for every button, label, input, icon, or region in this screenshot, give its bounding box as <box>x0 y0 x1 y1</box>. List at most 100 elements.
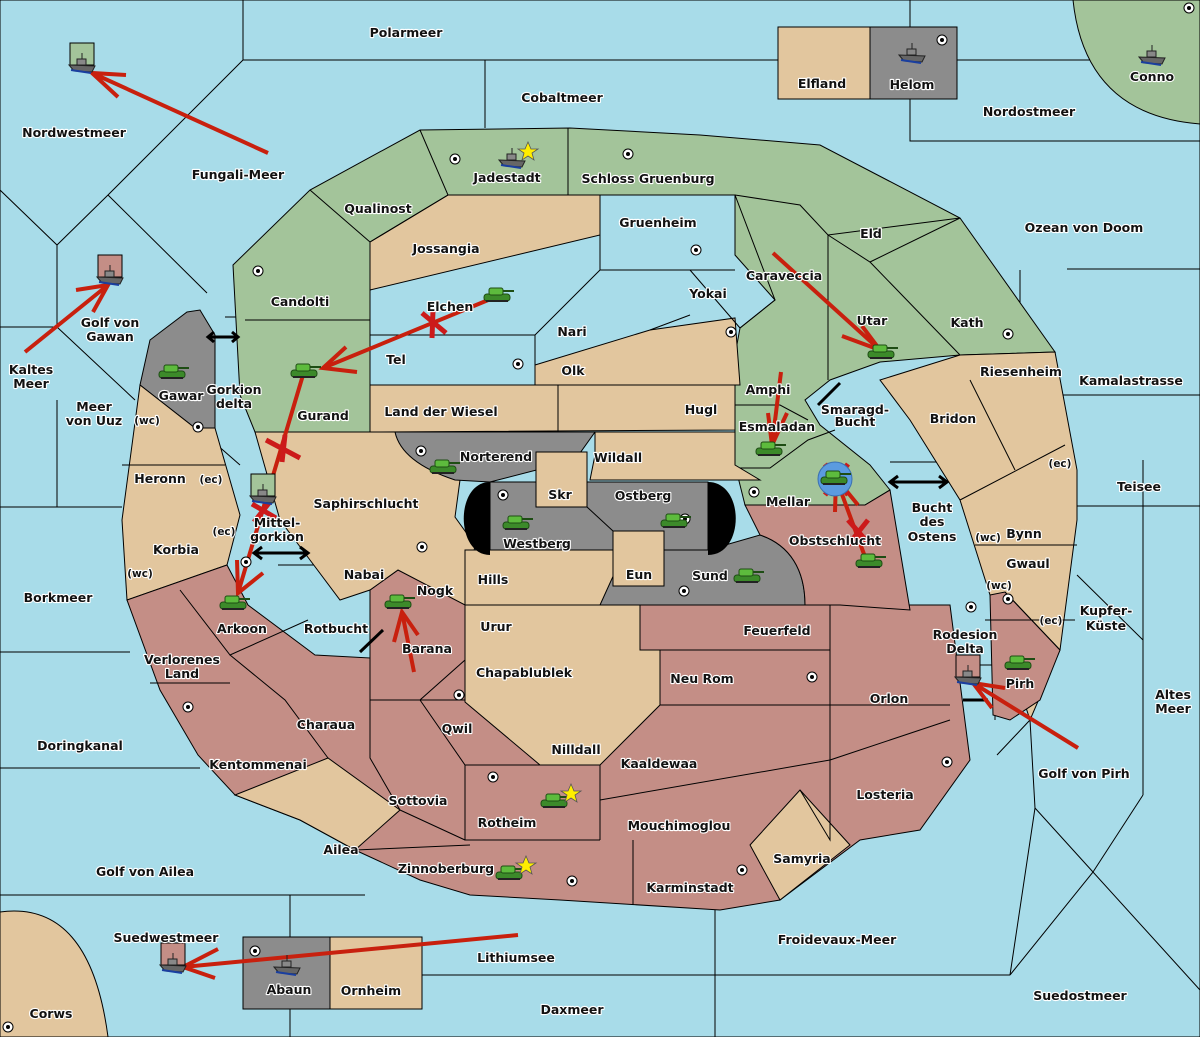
supply-center-icon <box>941 756 953 768</box>
region-wildall[interactable] <box>589 431 762 481</box>
supply-center-icon <box>806 671 818 683</box>
fleet-unit-icon[interactable] <box>272 955 301 976</box>
army-unit-icon[interactable] <box>855 553 886 568</box>
region-skr[interactable] <box>535 451 588 508</box>
label-nilldall: Nilldall <box>551 742 600 757</box>
label-kamala: Kamalastrasse <box>1079 373 1183 388</box>
supply-center-icon <box>252 265 264 277</box>
label-eld: Eld <box>860 226 882 241</box>
label-samyria: Samyria <box>773 851 831 866</box>
fleet-unit-icon[interactable] <box>158 942 187 974</box>
label-mellar: Mellar <box>766 494 811 509</box>
army-unit-icon[interactable] <box>429 459 460 474</box>
label-wildall: Wildall <box>594 450 642 465</box>
army-unit-icon[interactable] <box>483 287 514 302</box>
supply-center-icon <box>2 1021 14 1033</box>
label-cobaltmeer: Cobaltmeer <box>521 90 603 105</box>
label-heronn: Heronn <box>134 471 186 486</box>
label-altes2: Meer <box>1155 701 1191 716</box>
supply-center-icon <box>1002 328 1014 340</box>
army-unit-icon[interactable] <box>290 363 321 378</box>
label-fungali: Fungali-Meer <box>192 167 285 182</box>
army-unit-icon[interactable] <box>219 595 250 610</box>
label-qwil: Qwil <box>442 721 473 736</box>
label-barana: Barana <box>402 641 452 656</box>
label-bork: Borkmeer <box>24 590 94 605</box>
order-caraveccia-to-utar <box>771 251 882 352</box>
region-samyria[interactable] <box>749 789 851 901</box>
coast-label-wc: (wc) <box>134 415 160 427</box>
fleet-unit-icon[interactable] <box>95 254 124 286</box>
label-rodesion1: Rodesion <box>933 627 998 642</box>
region-obstschlucht[interactable] <box>744 489 911 611</box>
fleet-unit-icon[interactable] <box>67 42 96 74</box>
supply-center-icon <box>936 34 948 46</box>
label-kentommenai: Kentommenai <box>209 757 307 772</box>
region-elfland[interactable] <box>777 26 871 100</box>
army-unit-icon[interactable] <box>158 364 189 379</box>
coast-label-ec: (ec) <box>1040 615 1063 627</box>
label-gurand: Gurand <box>297 408 349 423</box>
region-corws[interactable] <box>0 910 109 1037</box>
label-norterend: Norterend <box>460 449 532 464</box>
label-altes1: Altes <box>1155 687 1191 702</box>
label-corws: Corws <box>30 1006 73 1021</box>
order-arrows <box>23 70 1080 980</box>
label-riesenheim: Riesenheim <box>980 364 1062 379</box>
fleet-unit-icon[interactable] <box>953 654 982 686</box>
coast-label-ec: (ec) <box>200 474 223 486</box>
label-gorkion2: delta <box>216 396 252 411</box>
fleet-unit-icon[interactable] <box>1137 45 1166 66</box>
arrowhead <box>392 607 420 643</box>
label-sottovia: Sottovia <box>389 793 448 808</box>
label-dax: Daxmeer <box>540 1002 604 1017</box>
label-arkoon: Arkoon <box>217 621 267 636</box>
label-gawan1: Golf von <box>81 315 140 330</box>
region-ailea[interactable] <box>233 757 401 851</box>
label-gawar: Gawar <box>159 388 205 403</box>
army-unit-icon[interactable] <box>384 594 415 609</box>
label-pirh: Pirh <box>1006 676 1035 691</box>
label-ailea: Ailea <box>323 842 358 857</box>
label-rotheim: Rotheim <box>478 815 537 830</box>
supply-center-icon <box>497 489 509 501</box>
fleet-unit-icon[interactable] <box>897 43 926 64</box>
label-ornheim: Ornheim <box>341 983 401 998</box>
label-olk: Olk <box>561 363 585 378</box>
region-wiesel-hugl[interactable] <box>369 384 736 433</box>
army-unit-icon[interactable] <box>867 344 898 359</box>
label-utar: Utar <box>857 313 889 328</box>
supply-center-icon <box>416 541 428 553</box>
label-nabai: Nabai <box>344 567 385 582</box>
label-nordostmeer: Nordostmeer <box>983 104 1076 119</box>
label-doring: Doringkanal <box>37 738 123 753</box>
army-unit-icon[interactable] <box>733 568 764 583</box>
army-unit-icon[interactable] <box>495 854 538 880</box>
label-karmin: Karminstadt <box>646 880 733 895</box>
label-uuz1: Meer <box>76 399 112 414</box>
region-conno[interactable] <box>1072 0 1200 125</box>
label-nordwestmeer: Nordwestmeer <box>22 125 127 140</box>
army-unit-icon[interactable] <box>502 515 533 530</box>
label-yokai: Yokai <box>688 286 727 301</box>
fleet-unit-icon[interactable] <box>497 140 540 169</box>
fleet-unit-icon[interactable] <box>248 473 277 505</box>
label-neurom: Neu Rom <box>670 671 733 686</box>
label-qualinost: Qualinost <box>344 201 411 216</box>
army-unit-icon[interactable] <box>660 513 691 528</box>
label-mouchi: Mouchimoglou <box>628 818 731 833</box>
army-unit-icon[interactable] <box>755 441 786 456</box>
label-jadestadt: Jadestadt <box>472 170 540 185</box>
army-unit-icon[interactable] <box>820 470 851 485</box>
label-jossangia: Jossangia <box>411 241 479 256</box>
region-eun[interactable] <box>612 530 665 587</box>
supply-center-icon <box>182 701 194 713</box>
label-westberg: Westberg <box>503 536 571 551</box>
label-esmaladan: Esmaladan <box>739 419 815 434</box>
coast-label-ec: (ec) <box>1049 458 1072 470</box>
label-kupfer2: Küste <box>1086 618 1126 633</box>
supply-center-icon <box>512 358 524 370</box>
army-unit-icon[interactable] <box>1004 655 1035 670</box>
order-barana-to-nogk <box>400 611 416 673</box>
army-unit-icon[interactable] <box>540 782 583 808</box>
